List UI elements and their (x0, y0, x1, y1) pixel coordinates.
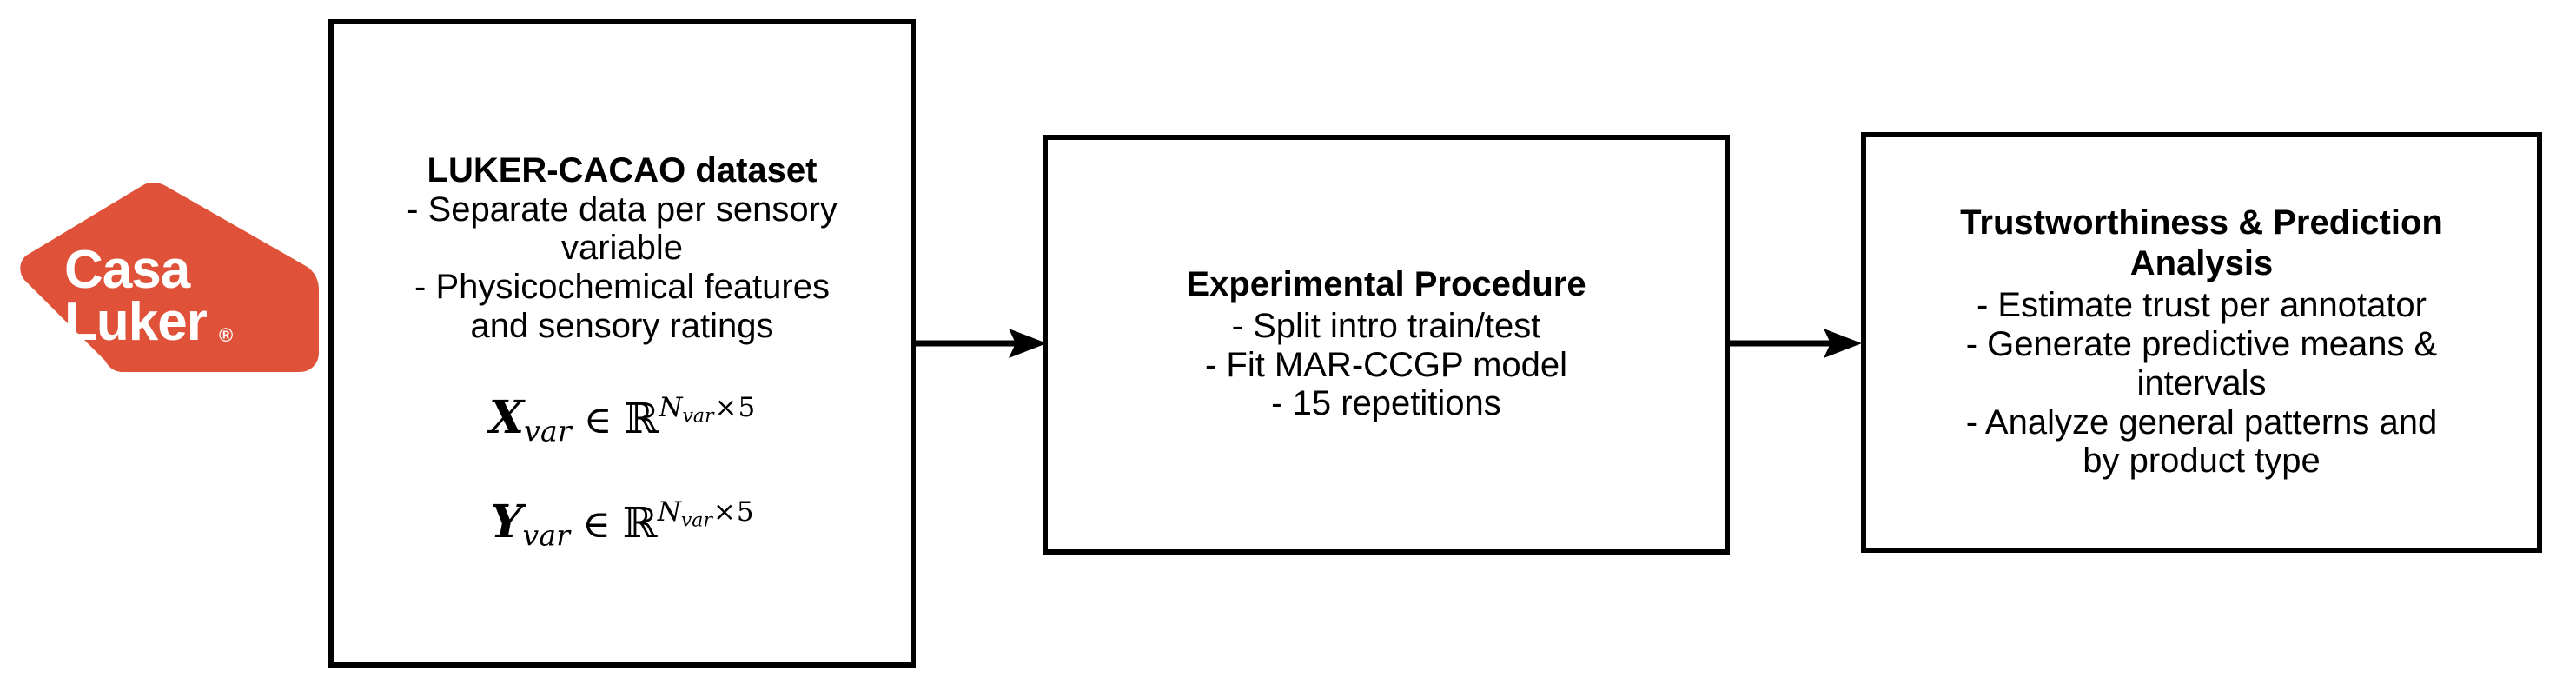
formula-y-exp-k: 5 (736, 496, 754, 528)
dataset-text-block: LUKER-CACAO dataset - Separate data per … (400, 152, 844, 345)
formula-y-exponent: Nvar×5 (657, 496, 754, 531)
formula-x-exp-k: 5 (738, 391, 756, 423)
formula-y-var: Yvar∈ℝNvar×5 (334, 496, 911, 550)
formula-y-exp-times: × (712, 496, 736, 528)
formula-x-reals-symbol: ℝ (624, 394, 659, 443)
logo-text-casa: Casa (64, 240, 191, 300)
formula-y-exp-n: N (657, 496, 681, 528)
procedure-text-block: Experimental Procedure - Split intro tra… (1048, 264, 1725, 424)
logo-wordmark: Casa Luker ® (64, 240, 233, 352)
casa-luker-logo: Casa Luker ® (19, 183, 319, 372)
formula-x-exp-times: × (714, 391, 738, 423)
dataset-formula-block: Xvar∈ℝNvar×5 Yvar∈ℝNvar×5 (334, 391, 911, 550)
procedure-line-3: - 15 repetitions (1271, 384, 1501, 423)
formula-x-exp-subscript: var (682, 405, 714, 428)
formula-y-exp-subscript: var (680, 509, 712, 532)
procedure-box: Experimental Procedure - Split intro tra… (1043, 135, 1730, 555)
formula-x-subscript: var (524, 414, 572, 448)
analysis-line-2: - Generate predictive means & (1965, 324, 2438, 363)
arrow-dataset-to-procedure (915, 326, 1047, 361)
formula-y-member-symbol: ∈ (582, 502, 611, 548)
formula-x-exp-n: N (659, 391, 683, 423)
logo-text-luker: Luker (64, 292, 208, 352)
analysis-title-line-2: Analysis (2129, 244, 2274, 282)
analysis-line-4: - Analyze general patterns and (1965, 402, 2438, 442)
analysis-line-3: intervals (2136, 363, 2267, 402)
procedure-line-1: - Split intro train/test (1231, 306, 1541, 345)
analysis-line-5: by product type (2083, 442, 2321, 481)
dataset-line-3: - Physicochemical features (414, 268, 830, 307)
logo-shape (20, 183, 319, 372)
formula-x-var: Xvar∈ℝNvar×5 (334, 391, 911, 448)
analysis-title-line-1: Trustworthiness & Prediction (1960, 203, 2443, 242)
logo-registered-mark: ® (219, 324, 233, 346)
procedure-title: Experimental Procedure (1186, 264, 1586, 303)
dataset-line-1: - Separate data per sensory (407, 189, 838, 229)
dataset-line-4: and sensory ratings (470, 306, 774, 345)
dataset-box: LUKER-CACAO dataset - Separate data per … (328, 19, 916, 668)
analysis-line-1: - Estimate trust per annotator (1976, 286, 2427, 325)
formula-x-member-symbol: ∈ (583, 397, 613, 442)
analysis-text-block: Trustworthiness & Prediction Analysis - … (1866, 203, 2537, 481)
formula-y-subscript: var (522, 518, 571, 553)
formula-y-symbol: Y (490, 495, 523, 549)
analysis-box: Trustworthiness & Prediction Analysis - … (1861, 132, 2542, 553)
formula-y-reals-symbol: ℝ (622, 499, 658, 548)
dataset-line-2: variable (560, 229, 684, 268)
procedure-line-2: - Fit MAR-CCGP model (1204, 345, 1568, 384)
dataset-title: LUKER-CACAO dataset (427, 151, 818, 190)
formula-x-symbol: X (488, 390, 525, 444)
arrow-procedure-to-analysis (1730, 326, 1862, 361)
formula-x-exponent: Nvar×5 (659, 391, 756, 426)
